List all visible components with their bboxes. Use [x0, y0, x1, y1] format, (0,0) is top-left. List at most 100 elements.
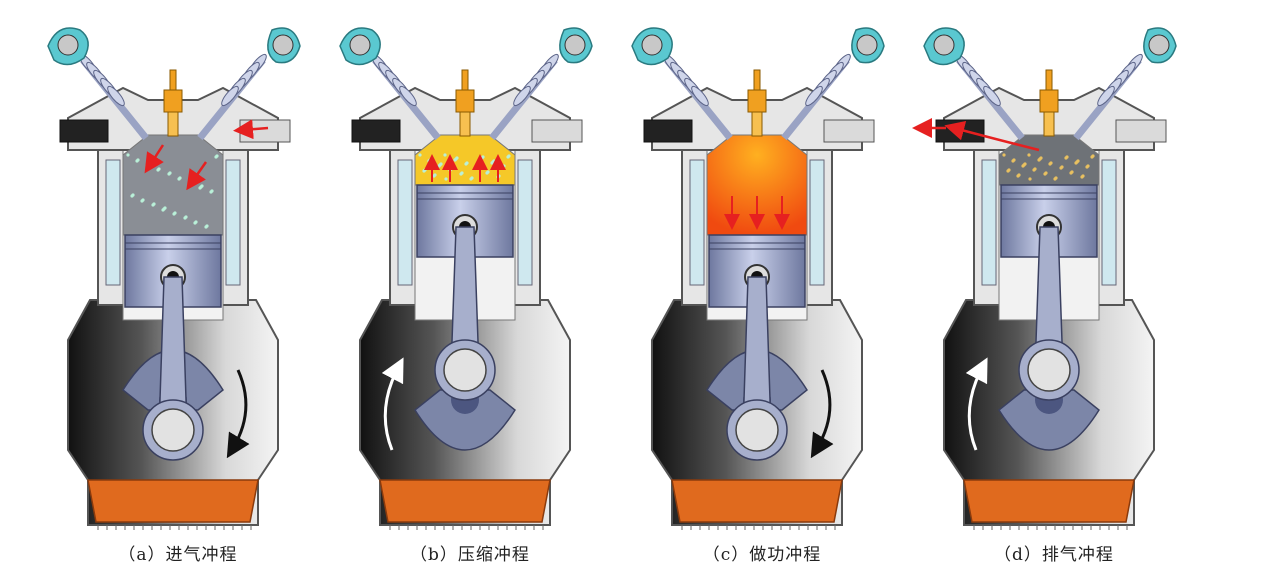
coolant-jacket-right: [809, 159, 825, 286]
crank-rotation-arrow-icon: [965, 357, 988, 451]
crank-pin: [151, 408, 195, 452]
coolant-jacket-right: [1101, 159, 1117, 286]
intake-valve-spring: [399, 85, 417, 107]
mixture-particle: [172, 212, 176, 216]
crank-counterweight: [414, 389, 516, 451]
engine-compression-svg: [339, 27, 593, 530]
engine-exhaust-svg: [912, 27, 1177, 530]
mixture-particle: [1074, 161, 1078, 165]
oil-sump: [671, 479, 843, 523]
spark-plug-tip: [167, 111, 179, 137]
mixture-particle: [1059, 166, 1063, 170]
intake-valve-spring: [691, 85, 709, 107]
crank-rotation-arrow-icon: [381, 357, 404, 451]
intake-port: [643, 119, 693, 143]
mixture-particle: [1006, 169, 1010, 173]
caption-intake-stroke: （a）进气冲程: [118, 545, 238, 565]
panel-power-stroke: （c）做功冲程: [612, 0, 912, 584]
mixture-particle: [1011, 159, 1015, 163]
mixture-particle: [422, 169, 426, 173]
spark-plug-body: [455, 89, 475, 113]
mixture-particle: [1021, 164, 1025, 168]
mixture-particle: [177, 177, 181, 181]
coolant-jacket-right: [517, 159, 533, 286]
spark-plug-icon: [461, 69, 469, 91]
panel-compression-stroke: （b）压缩冲程: [320, 0, 620, 584]
mixture-particle: [1032, 168, 1036, 172]
exhaust-port: [823, 119, 875, 143]
mixture-particle: [1016, 174, 1020, 178]
caption-exhaust-stroke: （d）排气冲程: [994, 545, 1114, 565]
exhaust-camshaft: [272, 34, 294, 56]
crank-pin: [1027, 348, 1071, 392]
mixture-particle: [198, 186, 202, 190]
mixture-particle: [506, 155, 510, 159]
mixture-particle: [1090, 155, 1094, 159]
mixture-particle: [156, 168, 160, 172]
mixture-particle: [475, 166, 479, 170]
spark-plug-body: [163, 89, 183, 113]
mixture-particle: [1027, 153, 1031, 157]
intake-camshaft: [57, 34, 79, 56]
spark-plug-tip: [751, 111, 763, 137]
mixture-particle: [204, 225, 208, 229]
mixture-particle: [1028, 177, 1032, 181]
exhaust-valve-spring: [1097, 85, 1115, 107]
mixture-particle: [1002, 153, 1006, 157]
coolant-jacket-left: [981, 159, 997, 286]
oil-sump: [963, 479, 1135, 523]
mixture-particle: [490, 161, 494, 165]
coolant-jacket-right: [225, 159, 241, 286]
mixture-particle: [140, 199, 144, 203]
mixture-particle: [427, 159, 431, 163]
coolant-jacket-left: [397, 159, 413, 286]
mixture-particle: [469, 177, 473, 181]
intake-valve-spring: [983, 85, 1001, 107]
intake-port: [59, 119, 109, 143]
exhaust-valve-spring: [513, 85, 531, 107]
mixture-particle: [193, 221, 197, 225]
intake-flow-arrow: [186, 161, 208, 191]
coolant-jacket-left: [105, 159, 121, 286]
exhaust-flow-arrow: [944, 120, 1040, 152]
engine-power-svg: [631, 27, 885, 530]
mixture-particle: [1085, 165, 1089, 169]
mixture-particle: [432, 174, 436, 178]
mixture-particle: [1037, 158, 1041, 162]
spark-plug-icon: [753, 69, 761, 91]
mixture-particle: [167, 172, 171, 176]
mixture-particle: [209, 190, 213, 194]
mixture-particle: [444, 177, 448, 181]
spark-plug-body: [1039, 89, 1059, 113]
mixture-particle: [188, 181, 192, 185]
exhaust-port: [531, 119, 583, 143]
mixture-particle: [126, 153, 130, 157]
mixture-particle: [464, 162, 468, 166]
mixture-particle: [1080, 175, 1084, 179]
exhaust-port: [1115, 119, 1167, 143]
spark-plug-icon: [169, 69, 177, 91]
exhaust-camshaft: [856, 34, 878, 56]
caption-compression-stroke: （b）压缩冲程: [410, 545, 530, 565]
oil-sump: [87, 479, 259, 523]
mixture-particle: [1064, 156, 1068, 160]
mixture-particle: [480, 156, 484, 160]
combustion-chamber: [122, 134, 224, 236]
crank-rotation-arrow-icon: [226, 369, 250, 459]
crank-pin: [443, 348, 487, 392]
mixture-particle: [1069, 171, 1073, 175]
mixture-particle: [151, 203, 155, 207]
crank-pin: [735, 408, 779, 452]
mixture-particle: [214, 155, 218, 159]
intake-valve-spring: [107, 85, 125, 107]
exhaust-valve-spring: [221, 85, 239, 107]
exhaust-valve-spring: [805, 85, 823, 107]
intake-camshaft: [349, 34, 371, 56]
intake-camshaft: [933, 34, 955, 56]
caption-power-stroke: （c）做功冲程: [702, 545, 822, 565]
crank-counterweight: [998, 389, 1100, 451]
exhaust-camshaft: [1148, 34, 1170, 56]
mixture-particle: [135, 159, 139, 163]
crank-rotation-arrow-icon: [810, 369, 834, 459]
